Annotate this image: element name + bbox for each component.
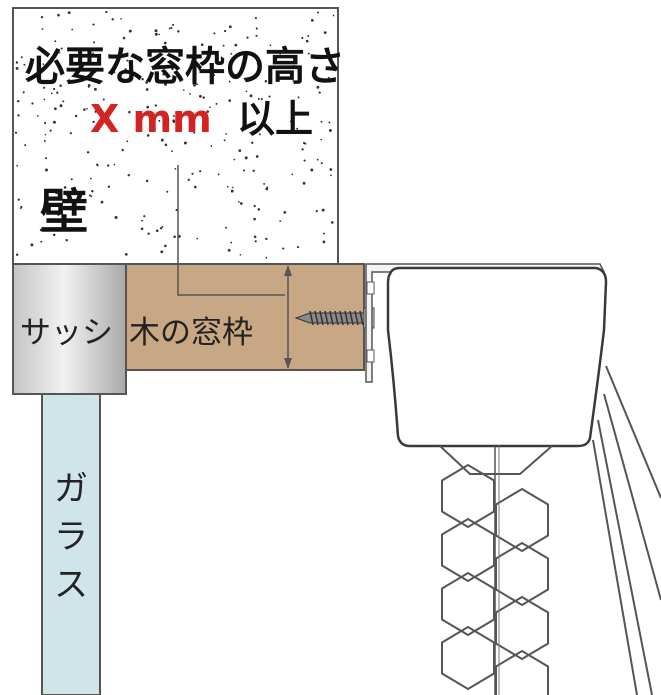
wall-label: 壁 xyxy=(40,184,88,240)
honeycomb-blind xyxy=(439,445,553,695)
side-fabric xyxy=(592,365,661,695)
blind-headrail xyxy=(386,266,608,448)
heading-x-mm: X mm xyxy=(90,97,212,141)
heading-suffix: 以上 xyxy=(237,97,313,141)
wall-block xyxy=(12,7,339,265)
glass-label-char-2: ラ xyxy=(54,517,88,557)
heading-required-height: 必要な窓枠の高さ xyxy=(25,44,345,90)
glass-pane xyxy=(41,393,101,695)
wall xyxy=(12,7,339,265)
glass-label-char-3: ス xyxy=(54,565,88,605)
sash-label: サッシ xyxy=(20,315,113,351)
leader-line xyxy=(177,165,285,296)
sash-block xyxy=(12,263,127,395)
wall-texture xyxy=(14,10,335,259)
heading-measurement-line: X mm 以上 xyxy=(90,97,313,141)
wood-frame-label: 木の窓枠 xyxy=(129,315,253,351)
height-dimension-arrow xyxy=(284,265,292,369)
headrail-bracket xyxy=(365,263,606,383)
glass-label-char-1: ガ xyxy=(54,469,88,509)
